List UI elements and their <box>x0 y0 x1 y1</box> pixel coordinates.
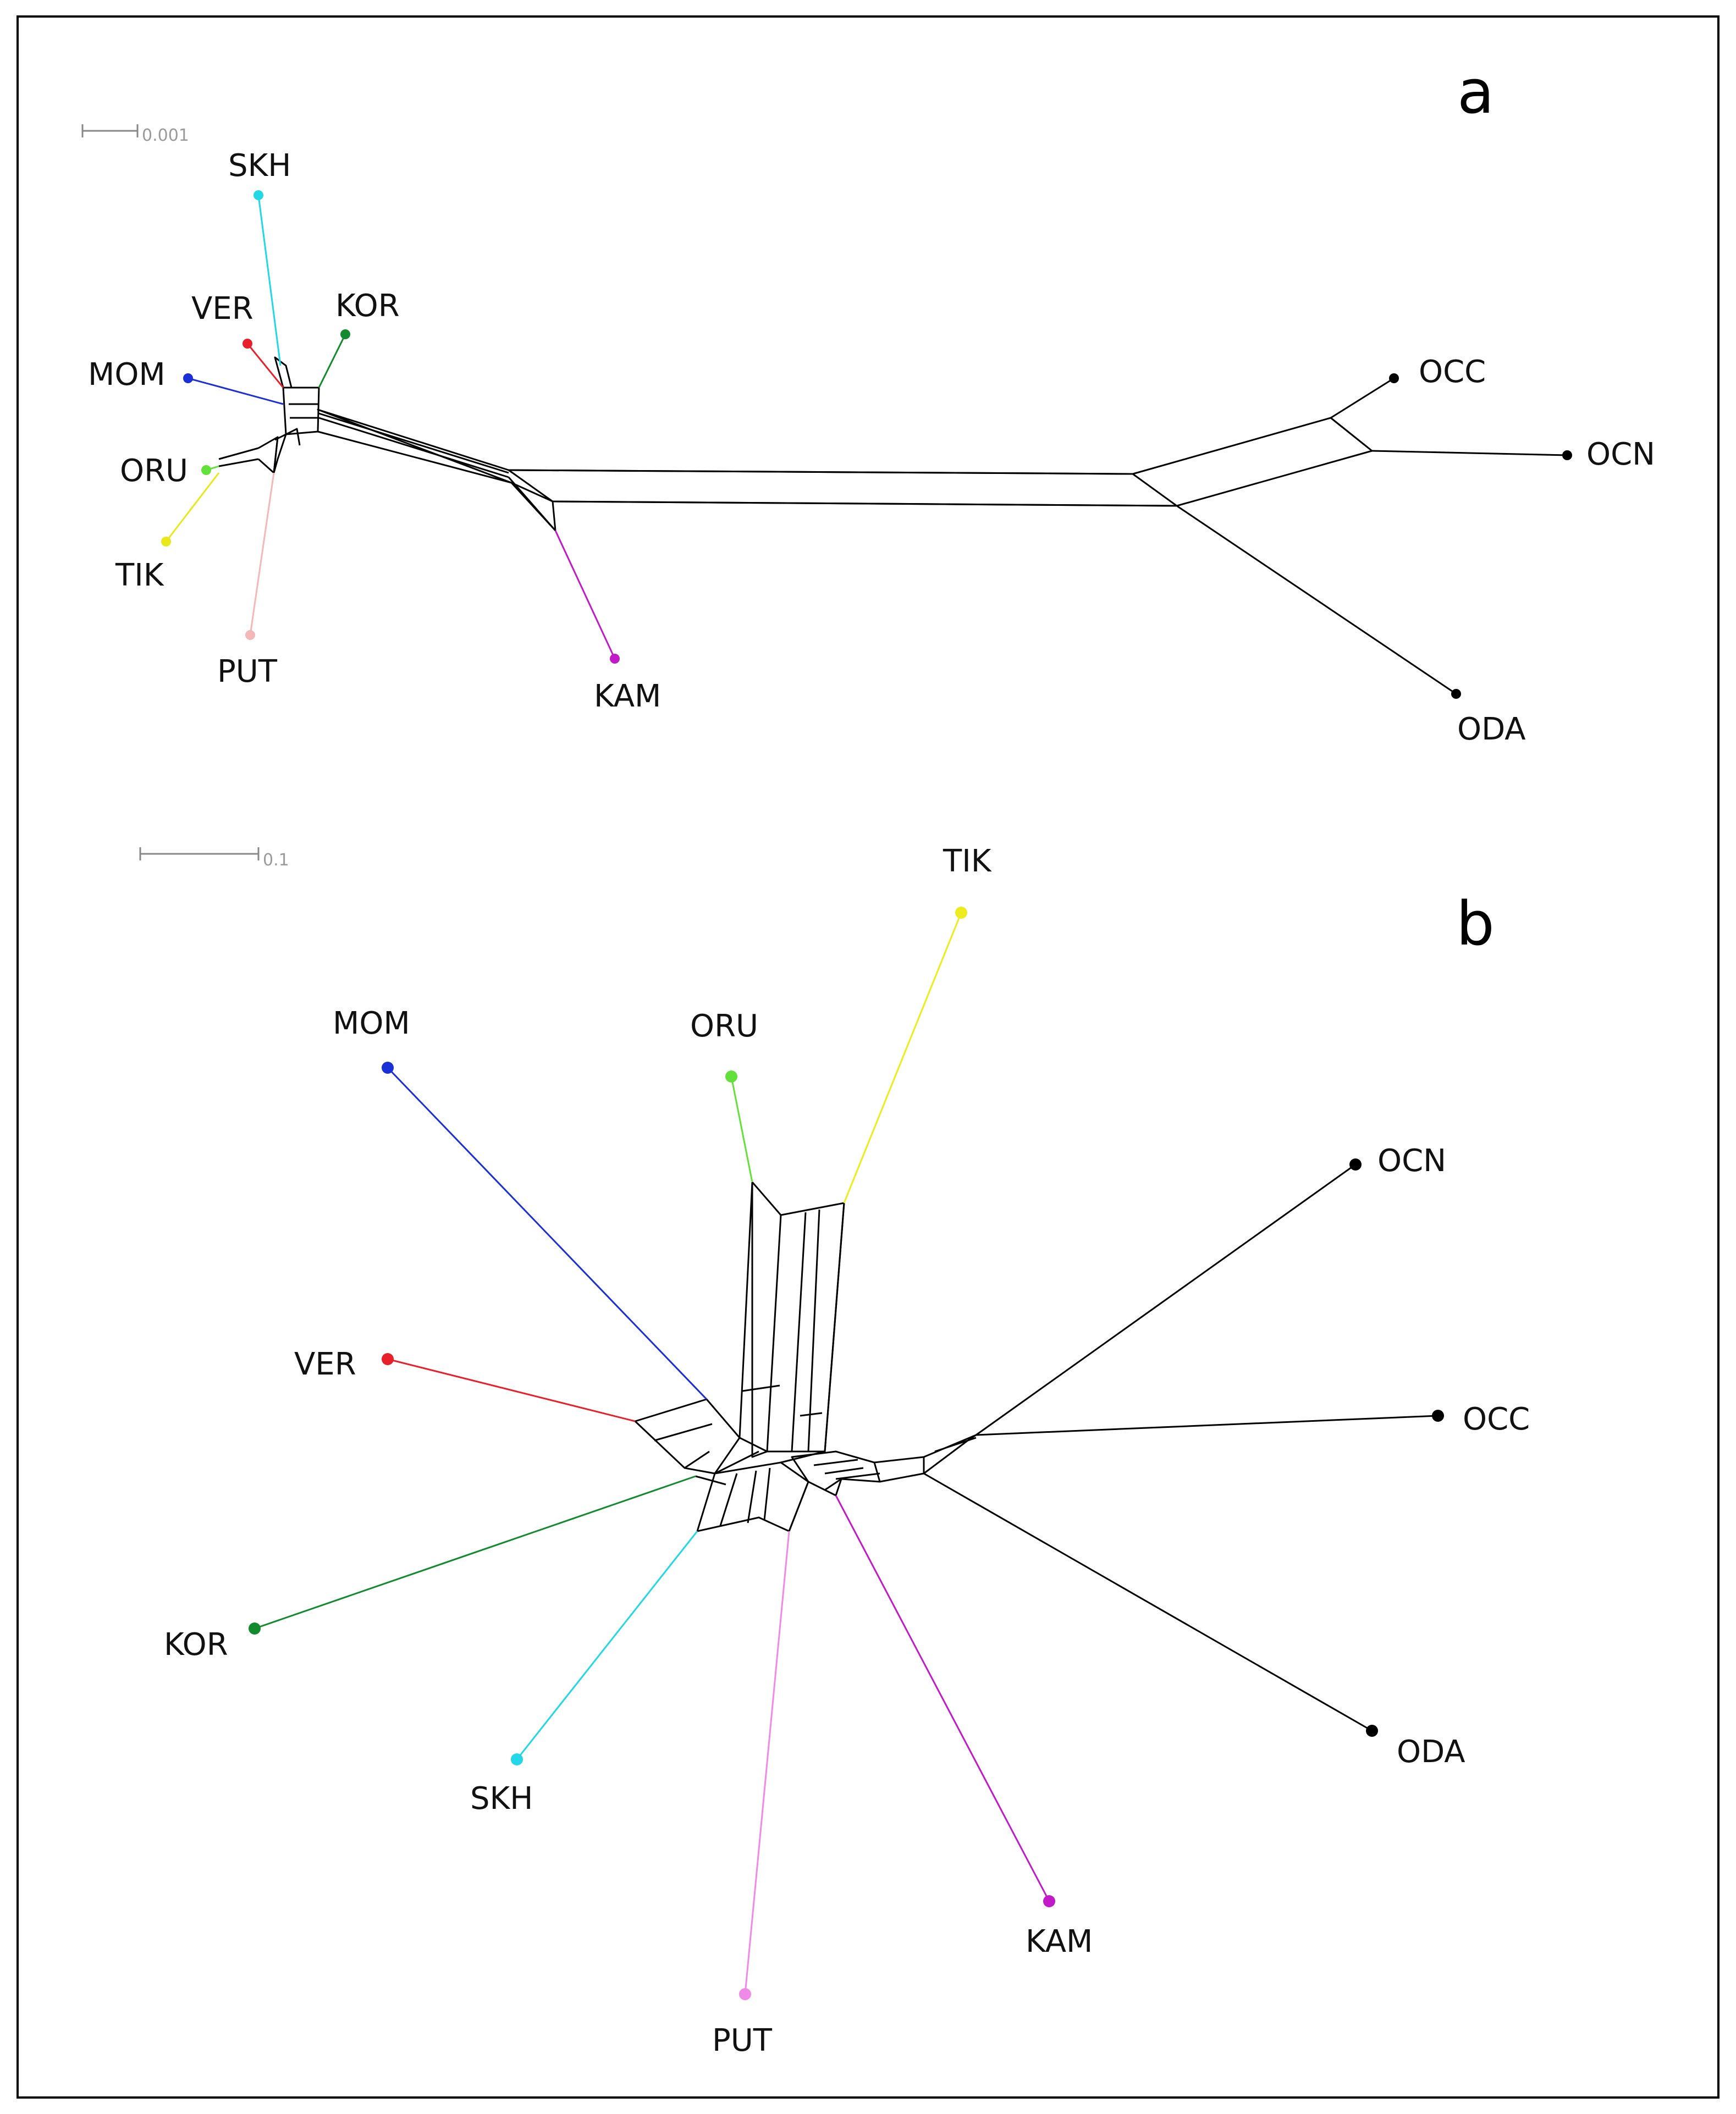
panel-b-tips: TIK ORU MOM OCN VER OCC KOR ODA SKH KAM PUT <box>164 843 1530 2058</box>
panel-a-scale-label: 0.001 <box>142 126 189 145</box>
label-oda: ODA <box>1457 711 1526 747</box>
label-oda: ODA <box>1397 1734 1465 1770</box>
edge-put <box>744 1531 790 1995</box>
label-occ: OCC <box>1463 1401 1530 1437</box>
panel-a-scale-bar: 0.001 <box>81 124 189 145</box>
tip-occ <box>1432 1410 1444 1422</box>
edge-kam <box>835 1495 1050 1902</box>
label-tik: TIK <box>943 843 992 879</box>
panel-a-network-core <box>218 356 1373 532</box>
label-kor: KOR <box>164 1627 228 1663</box>
label-ocn: OCN <box>1586 437 1655 472</box>
panel-b-letter: b <box>1456 888 1495 959</box>
tip-kor <box>249 1622 261 1635</box>
tip-mom <box>183 373 193 383</box>
label-oru: ORU <box>120 453 188 489</box>
edge-tik <box>843 912 962 1204</box>
tip-put <box>739 1988 751 2000</box>
label-kor: KOR <box>335 288 400 324</box>
label-skh: SKH <box>470 1781 533 1817</box>
label-oru: ORU <box>690 1008 758 1044</box>
tip-oru <box>725 1070 737 1083</box>
panel-b-pendant-edges <box>254 912 1439 1995</box>
tip-ocn <box>1349 1158 1362 1171</box>
tip-ocn <box>1562 450 1572 460</box>
tip-ver <box>243 339 252 349</box>
label-kam: KAM <box>594 678 661 714</box>
edge-kam <box>554 530 616 659</box>
panel-a-tips: SKH VER KOR MOM ORU TIK PUT KAM OCC OCN ODA <box>88 148 1655 747</box>
edge-put <box>249 472 275 636</box>
edge-mom <box>188 377 284 405</box>
label-put: PUT <box>712 2023 773 2058</box>
tip-oru <box>201 465 211 475</box>
panel-a-pendant-edges <box>165 195 1568 695</box>
tip-tik <box>161 537 171 547</box>
edge-oda <box>1176 505 1457 695</box>
tip-kor <box>340 329 350 339</box>
tip-skh <box>511 1753 523 1765</box>
tip-ver <box>382 1353 394 1365</box>
edge-occ <box>976 1415 1439 1436</box>
tip-skh <box>253 190 263 200</box>
panel-b-network-core <box>634 1181 977 1532</box>
label-ver: VER <box>294 1346 356 1382</box>
panel-a-letter: a <box>1457 57 1494 127</box>
tip-kam <box>1043 1895 1055 1907</box>
edge-oru <box>730 1076 753 1183</box>
label-kam: KAM <box>1026 1924 1093 1960</box>
edge-tik <box>165 472 220 542</box>
edge-ocn <box>976 1163 1356 1436</box>
edge-kor <box>318 334 346 388</box>
label-put: PUT <box>217 654 278 689</box>
edge-ocn <box>1371 450 1568 456</box>
label-skh: SKH <box>228 148 291 184</box>
label-tik: TIK <box>115 558 164 593</box>
panel-b-scale-label: 0.1 <box>263 851 289 870</box>
label-ver: VER <box>191 291 253 327</box>
tip-kam <box>610 654 620 664</box>
panel-b: b 0.1 <box>139 843 1530 2058</box>
tip-oda <box>1451 689 1461 699</box>
edge-oda <box>923 1472 1373 1732</box>
edge-mom <box>387 1067 708 1400</box>
tip-mom <box>382 1062 394 1074</box>
tip-tik <box>955 907 967 919</box>
edge-kor <box>254 1475 696 1630</box>
label-occ: OCC <box>1419 354 1486 390</box>
tip-put <box>245 630 255 640</box>
panel-a: a 0.001 <box>81 57 1655 747</box>
edge-occ <box>1330 377 1395 419</box>
edge-skh <box>516 1531 698 1760</box>
tip-occ <box>1389 373 1399 383</box>
edge-skh <box>257 195 282 366</box>
label-ocn: OCN <box>1377 1143 1446 1179</box>
figure-frame <box>16 15 1720 2099</box>
panel-b-scale-bar: 0.1 <box>139 847 289 870</box>
edge-ver <box>246 343 284 388</box>
label-mom: MOM <box>333 1006 410 1041</box>
edge-ver <box>387 1358 636 1422</box>
label-mom: MOM <box>88 357 166 393</box>
tip-oda <box>1366 1725 1378 1737</box>
